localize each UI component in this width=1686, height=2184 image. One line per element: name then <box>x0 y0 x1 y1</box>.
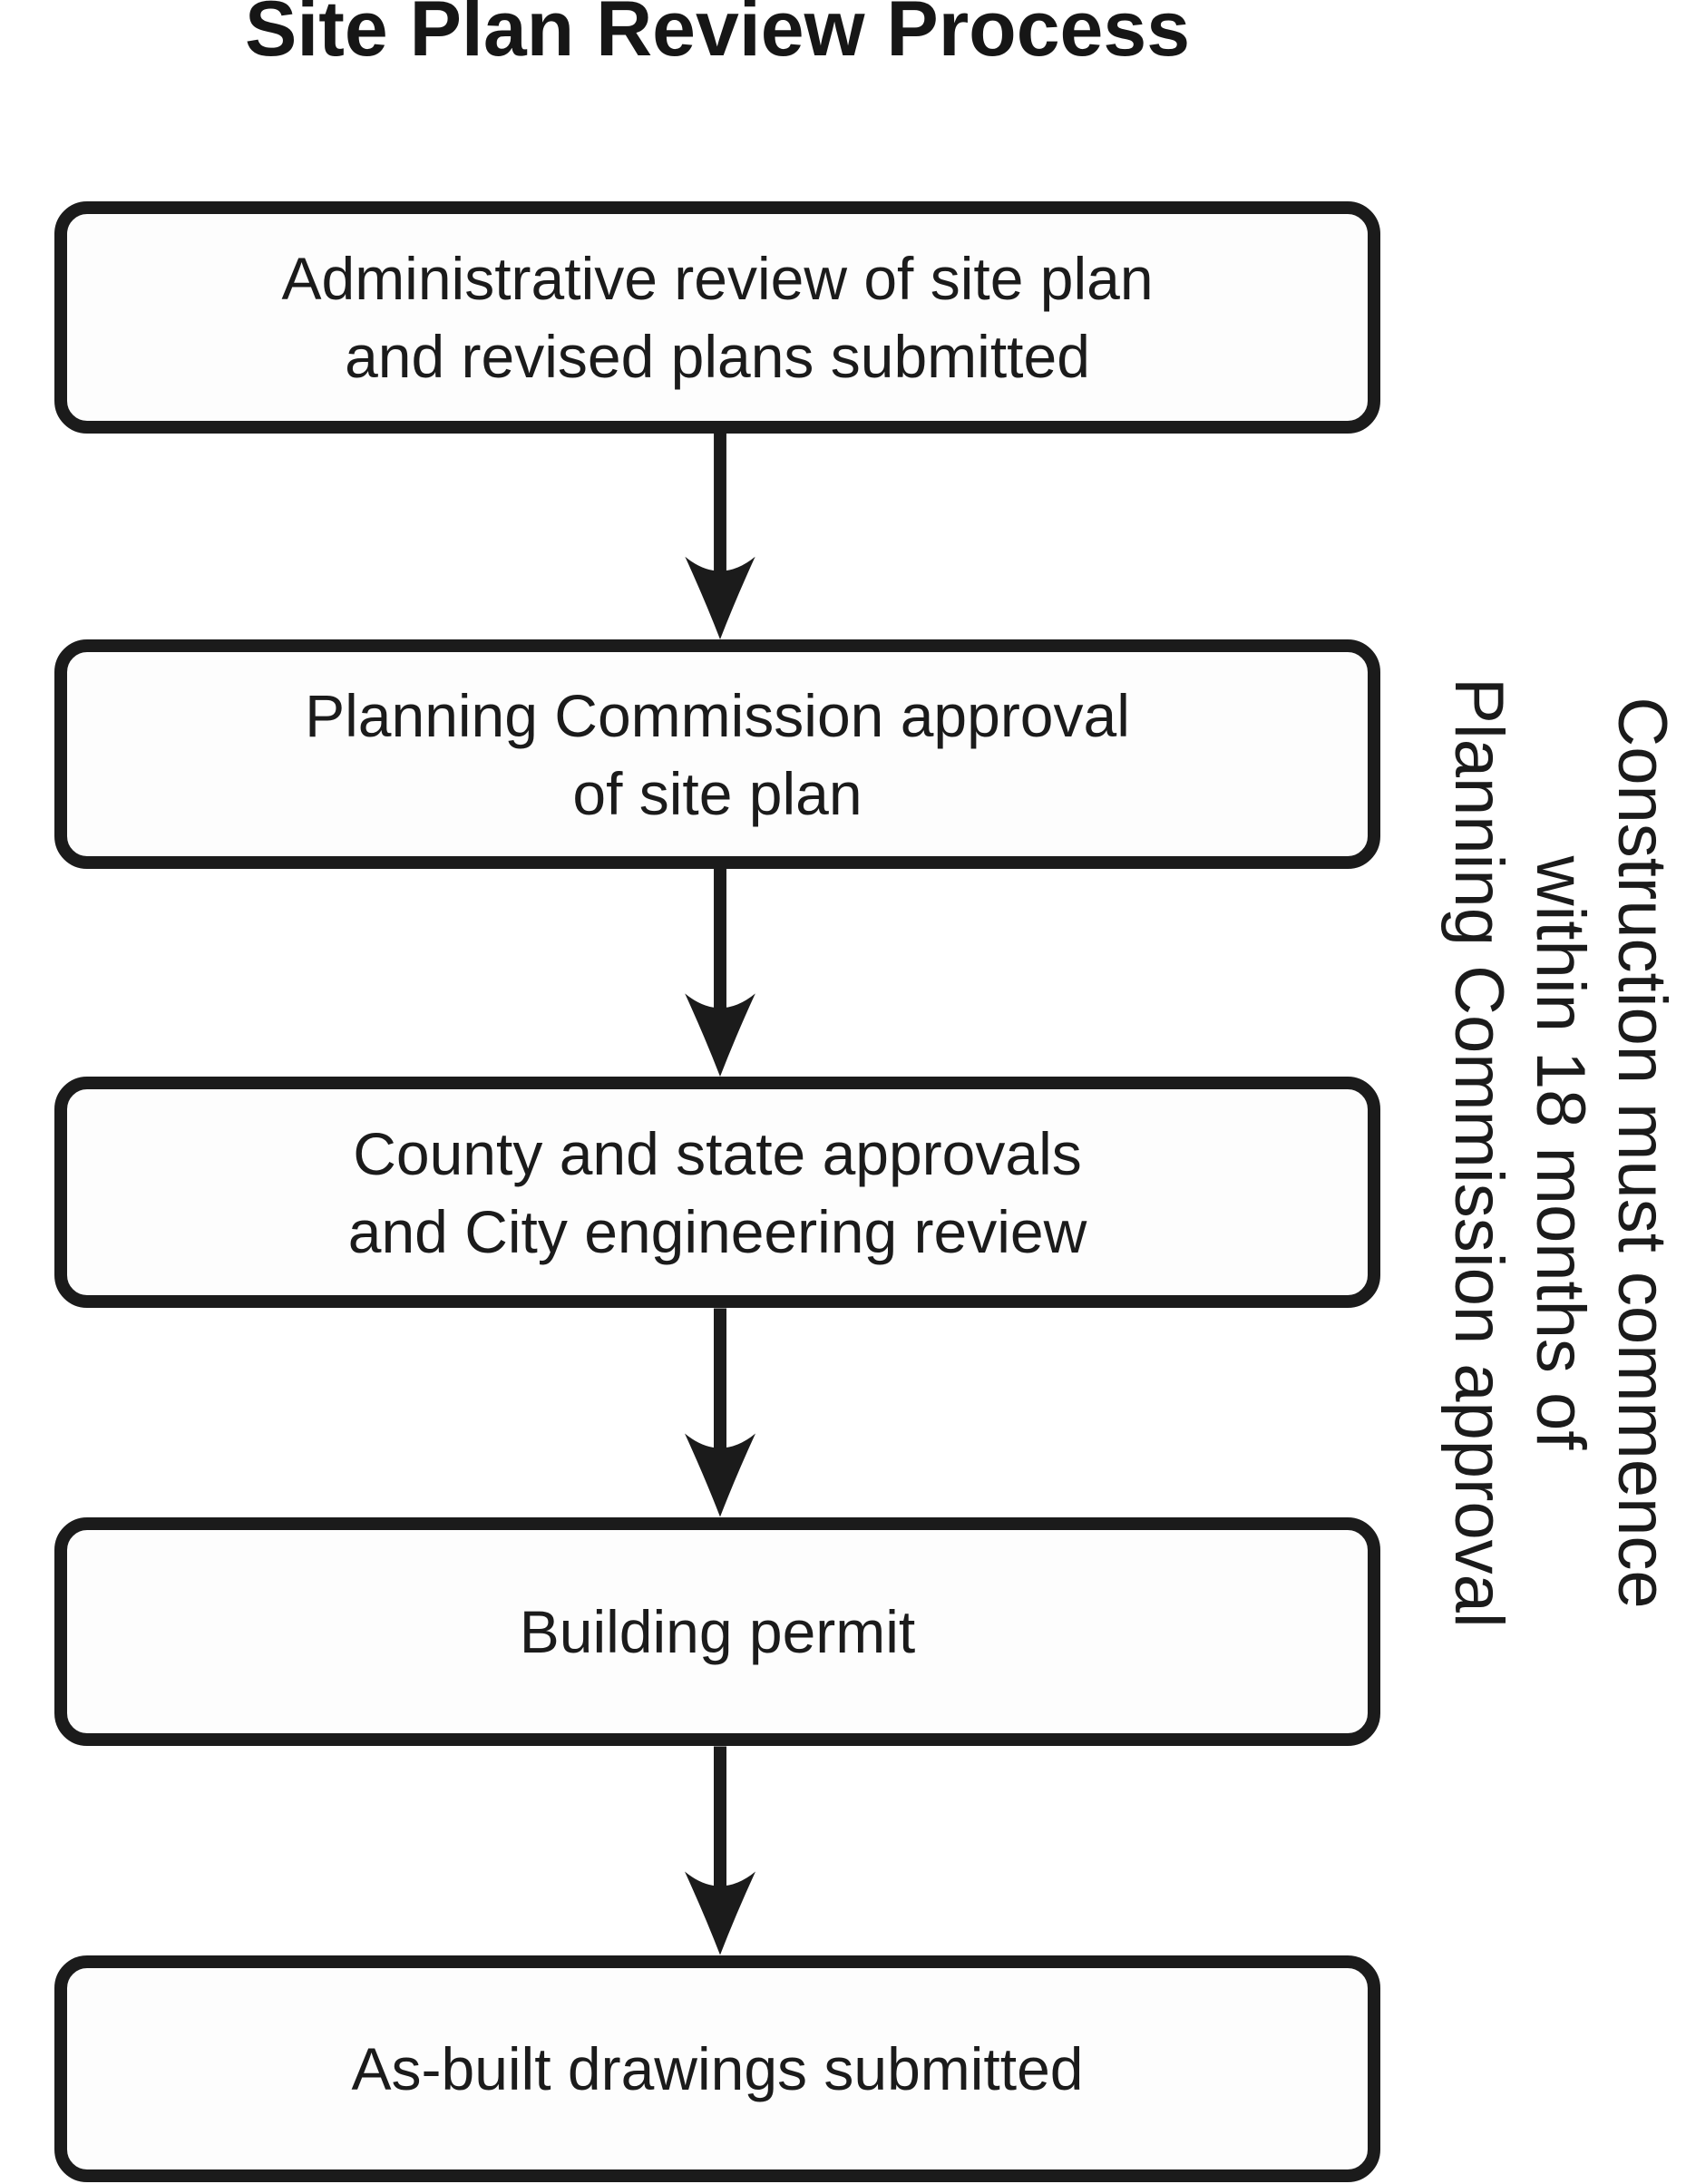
step-box-administrative-review: Administrative review of site plan and r… <box>54 201 1380 434</box>
step-label-administrative-review: Administrative review of site plan and r… <box>281 245 1154 390</box>
step-label-building-permit: Building permit <box>519 1598 916 1665</box>
arrow-down-icon <box>679 1308 761 1519</box>
step-label-planning-commission-approval: Planning Commission approval of site pla… <box>305 681 1130 827</box>
side-annotation: Construction must commence within 18 mon… <box>1440 678 1681 1628</box>
arrow-down-icon <box>679 869 761 1078</box>
step-box-planning-commission-approval: Planning Commission approval of site pla… <box>54 639 1380 869</box>
step-label-county-state-approvals: County and state approvals and City engi… <box>347 1119 1087 1265</box>
step-box-building-permit: Building permit <box>54 1517 1380 1746</box>
step-box-as-built-drawings: As-built drawings submitted <box>54 1955 1380 2182</box>
page-title: Site Plan Review Process <box>244 0 1191 73</box>
arrow-down-icon <box>679 1746 761 1957</box>
step-label-as-built-drawings: As-built drawings submitted <box>351 2035 1084 2102</box>
arrow-down-icon <box>679 433 761 641</box>
step-box-county-state-approvals: County and state approvals and City engi… <box>54 1077 1380 1308</box>
